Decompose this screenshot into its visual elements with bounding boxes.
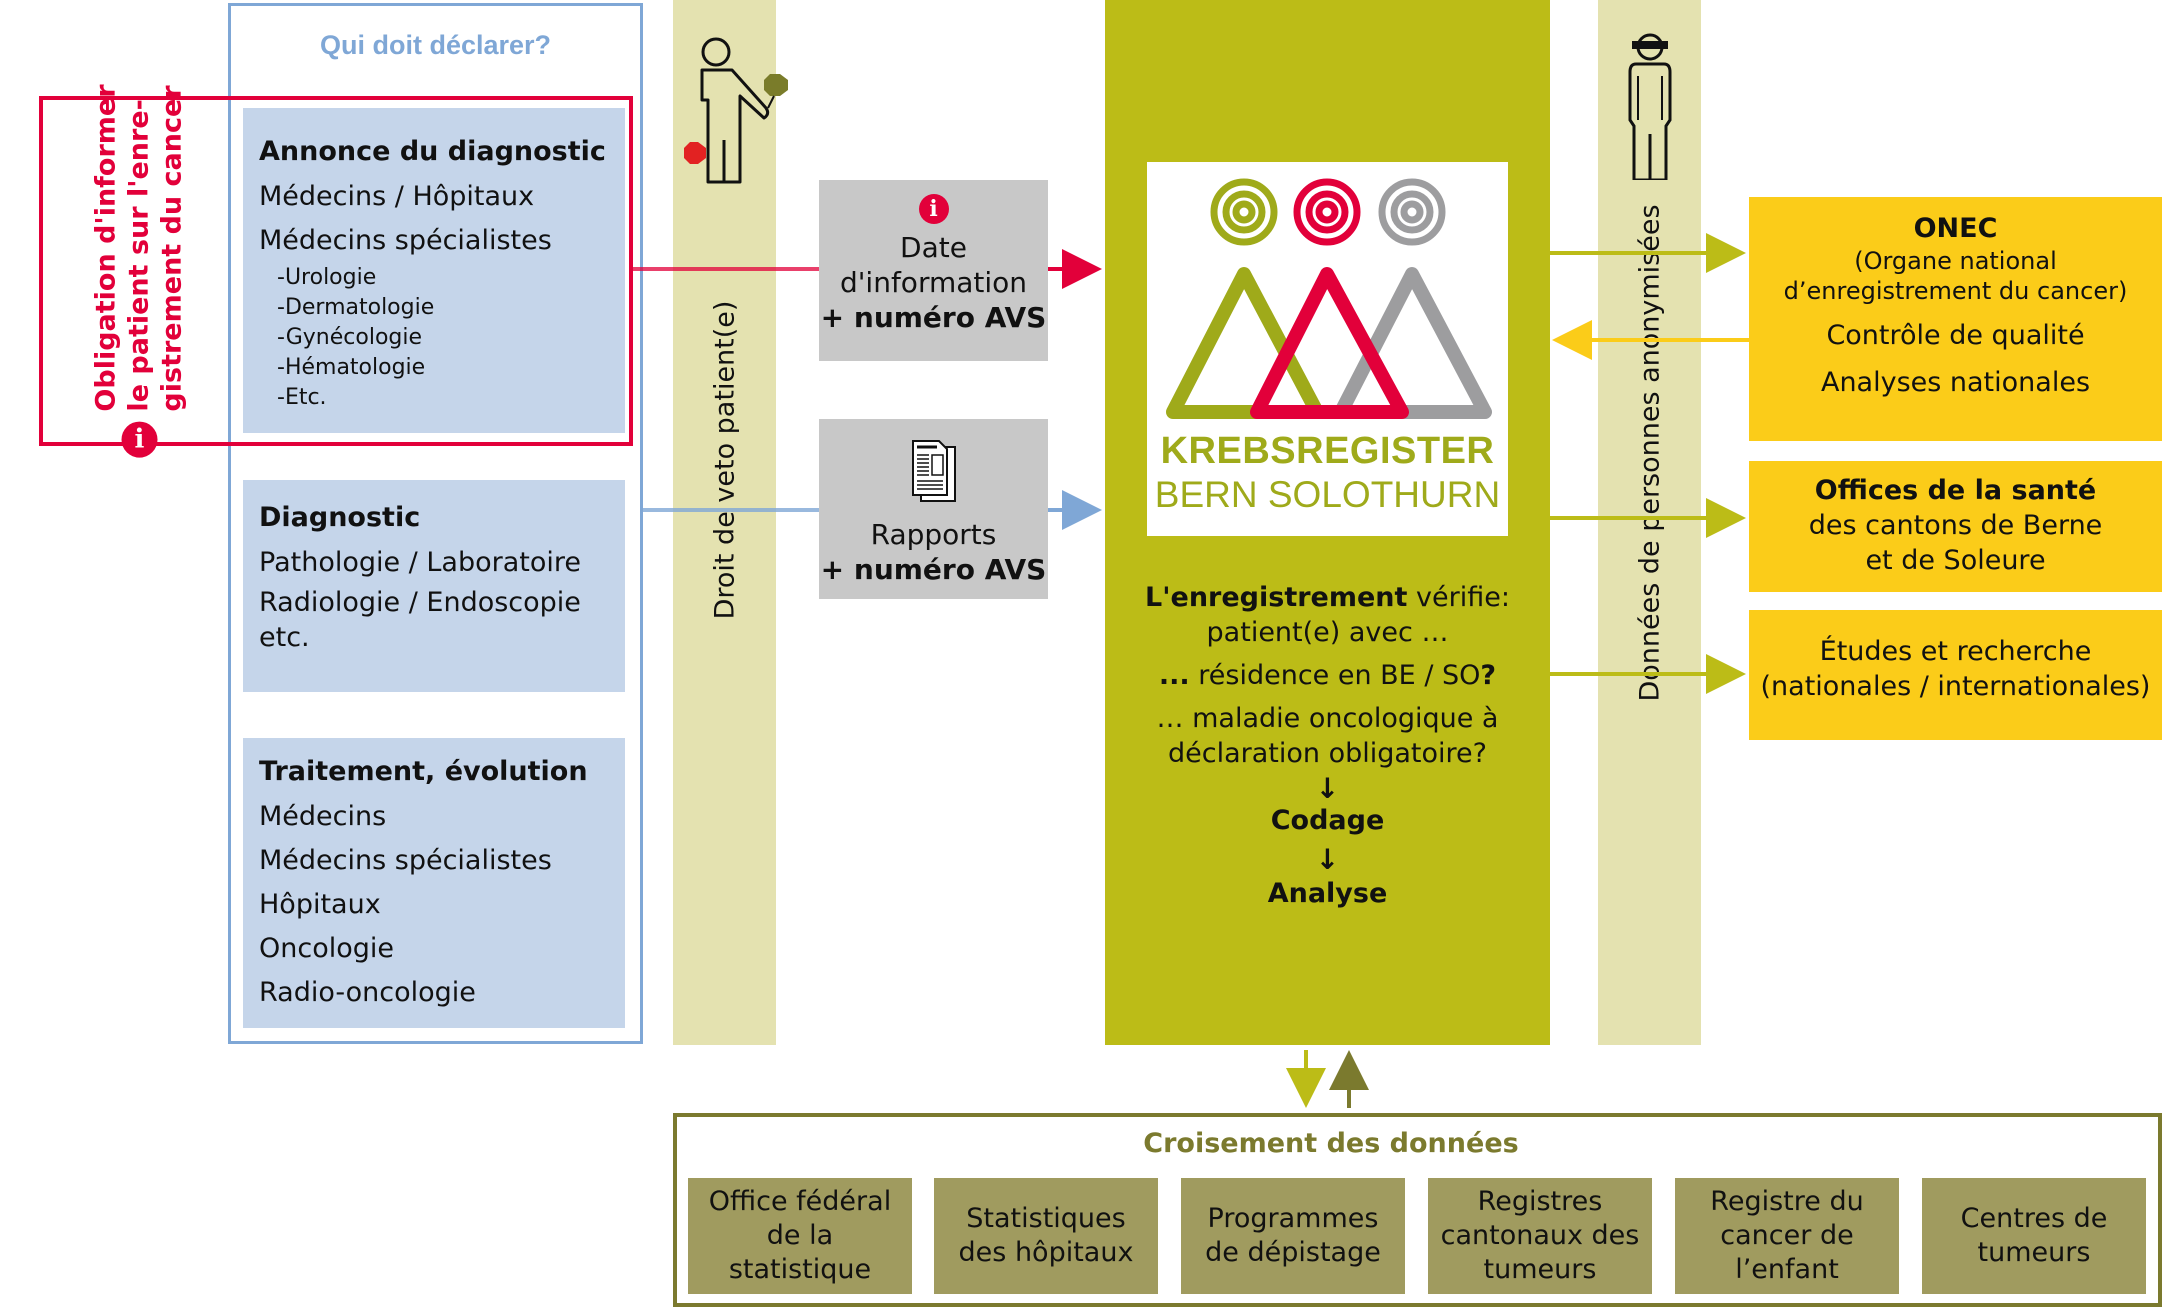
annonce-specialty: -Hématologie — [277, 355, 426, 380]
annonce-line: Médecins spécialistes — [259, 225, 552, 256]
onec-item: Analyses nationales — [1820, 367, 2091, 398]
offices-line: des cantons de Berne — [1808, 510, 2103, 541]
annonce-specialty: -Etc. — [277, 385, 327, 410]
date-info-avs: + numéro AVS — [820, 301, 1047, 334]
registry-logo: KREBSREGISTER BERN SOLOTHURN — [1147, 162, 1508, 536]
traitement-title: Traitement, évolution — [259, 756, 588, 787]
etudes-box: Études et recherche (nationales / intern… — [1749, 610, 2162, 740]
diagnostic-line: etc. — [259, 622, 310, 653]
onec-subtitle: d’enregistrement du cancer) — [1783, 277, 2128, 305]
rapports-line: Rapports — [870, 518, 997, 551]
arrow-down-icon: ↓ — [1315, 843, 1340, 876]
onec-subtitle: (Organe national — [1854, 247, 2057, 275]
annonce-specialty: -Gynécologie — [277, 325, 423, 350]
anonymous-person-icon — [1628, 33, 1672, 180]
date-info-box: i Date d'information + numéro AVS — [819, 180, 1048, 361]
crossing-title: Croisement des données — [1143, 1128, 1519, 1159]
offices-box: Offices de la santé des cantons de Berne… — [1749, 461, 2162, 592]
rapports-box: Rapports + numéro AVS — [819, 419, 1048, 599]
traitement-line: Médecins — [259, 801, 387, 832]
offices-line: et de Soleure — [1865, 545, 2046, 576]
veto-person-icon — [684, 37, 788, 184]
maladie-check-2: déclaration obligatoire? — [1168, 738, 1487, 769]
etudes-line: (nationales / internationales) — [1760, 671, 2151, 702]
check-heading: L'enregistrement vérifie: — [1145, 582, 1510, 613]
date-info-line: Date — [900, 231, 967, 264]
registry-process: L'enregistrement vérifie: patient(e) ave… — [1105, 580, 1550, 911]
traitement-box: Traitement, évolution Médecins Médecins … — [243, 738, 625, 1028]
declarers-heading: Qui doit déclarer? — [319, 30, 552, 60]
traitement-line: Hôpitaux — [259, 889, 381, 920]
arrow-down-icon: ↓ — [1315, 772, 1340, 805]
offices-title: Offices de la santé — [1814, 475, 2097, 506]
info-icon: i — [918, 194, 949, 224]
annonce-box: Annonce du diagnostic Médecins / Hôpitau… — [243, 108, 625, 433]
diagnostic-line: Pathologie / Laboratoire — [259, 547, 581, 578]
diagnostic-title: Diagnostic — [259, 502, 421, 533]
diagnostic-box: Diagnostic Pathologie / Laboratoire Radi… — [243, 480, 625, 692]
logo-figures-icon — [1166, 178, 1492, 419]
etudes-line: Études et recherche — [1819, 636, 2092, 667]
document-icon — [911, 440, 956, 502]
onec-title: ONEC — [1913, 213, 1998, 244]
date-info-line: d'information — [839, 266, 1028, 299]
onec-item: Contrôle de qualité — [1826, 320, 2085, 351]
traitement-line: Oncologie — [259, 933, 394, 964]
logo-subtitle: BERN SOLOTHURN — [1154, 474, 1501, 515]
crossing-frame — [673, 1113, 2162, 1307]
step-codage: Codage — [1270, 805, 1385, 836]
traitement-line: Radio-oncologie — [259, 977, 476, 1008]
traitement-line: Médecins spécialistes — [259, 845, 552, 876]
annonce-line: Médecins / Hôpitaux — [259, 181, 535, 212]
check-line: patient(e) avec … — [1206, 617, 1449, 648]
logo-title: KREBSREGISTER — [1160, 430, 1495, 472]
obligation-frame — [39, 96, 633, 446]
onec-box: ONEC (Organe national d’enregistrement d… — [1749, 197, 2162, 441]
diagnostic-line: Radiologie / Endoscopie — [259, 587, 581, 618]
rapports-avs: + numéro AVS — [820, 553, 1047, 586]
residence-check: ... résidence en BE / SO? — [1158, 660, 1497, 691]
annonce-specialty: -Urologie — [277, 265, 377, 290]
annonce-title: Annonce du diagnostic — [259, 136, 606, 167]
annonce-specialty: -Dermatologie — [277, 295, 435, 320]
step-analyse: Analyse — [1267, 878, 1388, 909]
declarers-frame — [228, 3, 643, 1044]
maladie-check: … maladie oncologique à — [1156, 703, 1499, 734]
